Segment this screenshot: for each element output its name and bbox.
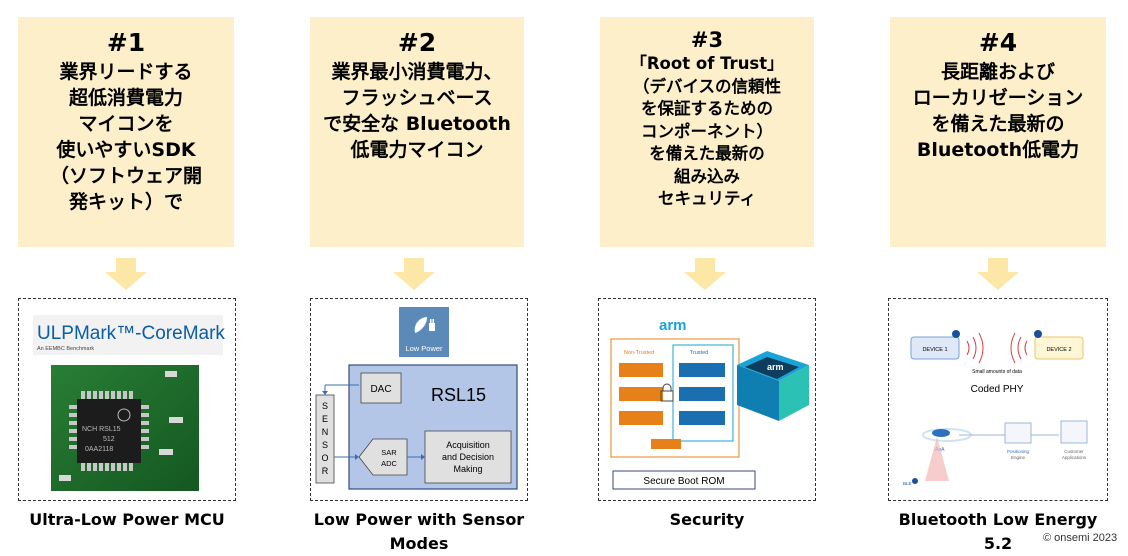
card-text: 長距離および ローカリゼーション を備えた最新の Bluetooth低電力 <box>912 61 1084 161</box>
svg-text:R: R <box>322 466 329 476</box>
svg-text:DEVICE 2: DEVICE 2 <box>1046 347 1071 353</box>
svg-text:S: S <box>322 401 328 411</box>
svg-text:and Decision: and Decision <box>442 452 494 462</box>
panel-security: arm Non-Trusted Trusted arm Secure Boot … <box>598 298 816 501</box>
card-text: 「Root of Trust」 （デバイスの信頼性 を保証するための コンポーネ… <box>630 54 784 208</box>
arm-cube-icon: arm <box>737 351 809 421</box>
acquisition-block <box>424 430 512 484</box>
feature-card-3: #3 「Root of Trust」 （デバイスの信頼性 を保証するための コン… <box>600 17 814 247</box>
ulpmark-logo: ULPMark™-CoreMark <box>37 323 225 344</box>
svg-text:Applications: Applications <box>1062 455 1087 460</box>
secure-boot-rom <box>612 470 756 490</box>
caption-2: Low Power with Sensor Modes <box>313 510 525 553</box>
svg-text:Positioning: Positioning <box>1007 449 1030 454</box>
card-number: #2 <box>397 28 437 57</box>
svg-text:Low Power: Low Power <box>405 344 443 353</box>
down-arrow-icon <box>393 258 435 290</box>
bluetooth-icon <box>952 330 960 338</box>
card-number: #4 <box>978 28 1018 57</box>
svg-text:DAC: DAC <box>370 384 391 395</box>
svg-text:DEVICE 1: DEVICE 1 <box>922 347 947 353</box>
feature-card-2: #2 業界最小消費電力、 フラッシュベース で安全な Bluetooth 低電力… <box>310 17 524 247</box>
panel-bluetooth: DEVICE 1 DEVICE 2 Small amounts of data … <box>888 298 1108 501</box>
svg-text:ADC: ADC <box>381 459 397 468</box>
svg-text:Engine: Engine <box>1011 455 1026 460</box>
card-number: #3 <box>690 28 724 52</box>
signal-waves-icon <box>966 332 1028 364</box>
card-text: 業界最小消費電力、 フラッシュベース で安全な Bluetooth 低電力マイコ… <box>323 61 511 161</box>
svg-text:S: S <box>322 440 328 450</box>
aoa-antenna <box>932 429 950 437</box>
leaf-icon <box>414 317 427 333</box>
caption-1: Ultra-Low Power MCU <box>29 510 225 529</box>
svg-text:0AA2118: 0AA2118 <box>85 446 113 453</box>
svg-text:NCH RSL15: NCH RSL15 <box>82 426 121 433</box>
caption-3: Security <box>669 510 745 529</box>
coded-phy-label: Coded PHY <box>971 384 1024 395</box>
copyright: © onsemi 2023 <box>1043 532 1118 544</box>
svg-text:O: O <box>321 453 328 463</box>
down-arrow-icon <box>977 258 1019 290</box>
ulpmark-subtitle: An EEMBC Benchmark <box>37 346 94 352</box>
low-power-badge <box>399 307 449 357</box>
chip <box>77 399 141 463</box>
caption-4: Bluetooth Low Energy 5.2 <box>898 510 1098 553</box>
svg-text:Secure Boot ROM: Secure Boot ROM <box>643 476 724 487</box>
svg-text:Making: Making <box>453 464 482 474</box>
feature-card-1: #1 業界リードする 超低消費電力 マイコンを 使いやすいSDK （ソフトウェア… <box>18 17 234 247</box>
svg-text:Non-Trusted: Non-Trusted <box>624 350 654 356</box>
svg-text:Trusted: Trusted <box>690 350 708 356</box>
device-2 <box>1034 336 1084 360</box>
svg-text:E: E <box>322 414 328 424</box>
svg-text:arm: arm <box>767 362 784 372</box>
svg-text:Customer: Customer <box>1064 449 1084 454</box>
svg-text:N: N <box>322 427 329 437</box>
svg-text:512: 512 <box>103 436 115 443</box>
dac-block <box>360 372 402 404</box>
customer-applications <box>1060 420 1088 444</box>
svg-text:Acquisition: Acquisition <box>446 440 490 450</box>
device-1 <box>910 336 960 360</box>
card-number: #1 <box>106 28 146 57</box>
feature-card-4: #4 長距離および ローカリゼーション を備えた最新の Bluetooth低電力 <box>890 17 1106 247</box>
lock-icon <box>660 390 674 402</box>
svg-text:BLE: BLE <box>903 481 912 486</box>
card-text: 業界リードする 超低消費電力 マイコンを 使いやすいSDK （ソフトウェア開 発… <box>49 61 202 213</box>
bluetooth-icon <box>1034 330 1042 338</box>
arm-logo: arm <box>659 317 687 334</box>
positioning-engine <box>1004 422 1032 444</box>
panel-ulpmark: ULPMark™-CoreMark An EEMBC Benchmark NCH… <box>18 298 236 501</box>
svg-text:SAR: SAR <box>381 448 397 457</box>
down-arrow-icon <box>105 258 147 290</box>
down-arrow-icon <box>684 258 726 290</box>
rsl15-title: RSL15 <box>431 385 486 405</box>
svg-text:Small amounts of data: Small amounts of data <box>972 369 1022 375</box>
